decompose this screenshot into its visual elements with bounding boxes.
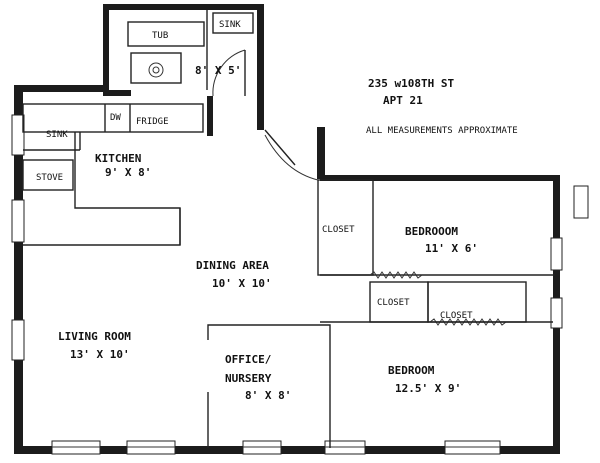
fridge-label: FRIDGE bbox=[136, 117, 169, 127]
office-label-line1: OFFICE/ bbox=[225, 353, 272, 366]
bathroom: TUB SINK 8' X 5' bbox=[127, 10, 254, 97]
living-room-label: LIVING ROOM bbox=[58, 330, 131, 343]
exterior-walls bbox=[14, 4, 560, 454]
bedroom2-label: BEDROOM bbox=[388, 364, 435, 377]
office-dims: 8' X 8' bbox=[245, 389, 291, 402]
bedroom1-dims: 11' X 6' bbox=[425, 242, 478, 255]
kitchen-sink-label: SINK bbox=[46, 130, 68, 140]
bedroom1-closet-label: CLOSET bbox=[322, 225, 355, 235]
bedroom-upper: CLOSET BEDROOOM 11' X 6' bbox=[317, 179, 555, 279]
living-room-dims: 13' X 10' bbox=[70, 348, 130, 361]
bedroom2-closet-left-label: CLOSET bbox=[377, 298, 410, 308]
bath-sink-label: SINK bbox=[219, 20, 241, 30]
bedroom2-closet-right-label: CLOSET bbox=[440, 311, 473, 321]
address-line1: 235 w108TH ST bbox=[368, 77, 454, 90]
kitchen-dims: 9' X 8' bbox=[105, 166, 151, 179]
bottom-windows bbox=[51, 440, 501, 455]
bedroom2-dims: 12.5' X 9' bbox=[395, 382, 461, 395]
office-label-line2: NURSERY bbox=[225, 372, 272, 385]
bathroom-dims: 8' X 5' bbox=[195, 64, 241, 77]
bedroom-lower: CLOSET CLOSET BEDROOM 12.5' X 9' bbox=[320, 281, 553, 395]
dining-area-label: DINING AREA bbox=[196, 259, 269, 272]
dishwasher-label: DW bbox=[110, 113, 121, 123]
kitchen: SINK DW FRIDGE STOVE KITCHEN 9' X 8' bbox=[22, 103, 319, 246]
dining-area-dims: 10' X 10' bbox=[212, 277, 272, 290]
stove-label: STOVE bbox=[36, 173, 63, 183]
tub-label: TUB bbox=[152, 31, 168, 41]
measurement-note: ALL MEASUREMENTS APPROXIMATE bbox=[366, 126, 518, 136]
address-line2: APT 21 bbox=[383, 94, 423, 107]
office-nursery: OFFICE/ NURSERY 8' X 8' bbox=[207, 324, 331, 448]
kitchen-label: KITCHEN bbox=[95, 152, 141, 165]
side-windows bbox=[11, 114, 589, 361]
bedroom1-label: BEDROOOM bbox=[405, 225, 458, 238]
